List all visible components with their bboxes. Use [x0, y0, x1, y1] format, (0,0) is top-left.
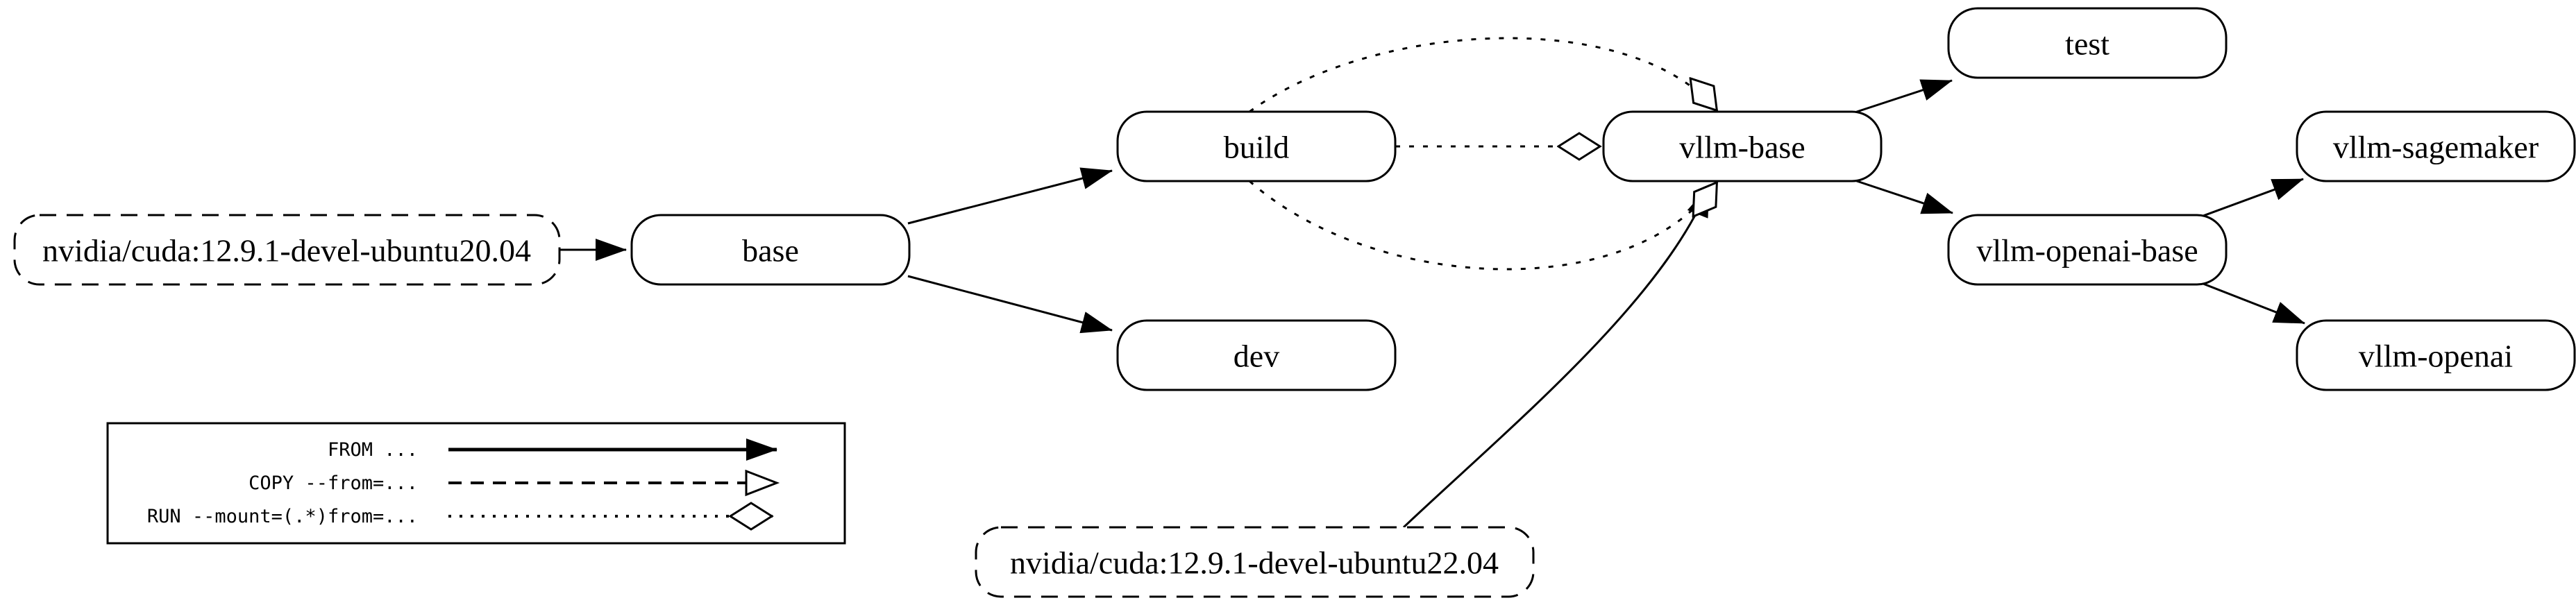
- node-dev-box: [1116, 319, 1397, 391]
- node-vllm-openai-base-box: [1947, 214, 2228, 286]
- node-dev-label: dev: [1234, 339, 1279, 374]
- legend-item-run-mount-label: RUN --mount=(.*)from=...: [147, 506, 418, 527]
- node-dev: dev: [1116, 319, 1397, 391]
- node-vllm-sagemaker: vllm-sagemaker: [2296, 110, 2576, 182]
- edges: [559, 37, 2305, 529]
- edge-base-dev: [907, 275, 1113, 334]
- node-vllm-base-box: [1602, 110, 1883, 182]
- node-vllm-openai: vllm-openai: [2296, 319, 2576, 391]
- node-cuda-ubuntu2204: nvidia/cuda:12.9.1-devel-ubuntu22.04: [975, 526, 1535, 598]
- node-test-box: [1947, 7, 2228, 79]
- edge-base-build: [907, 167, 1113, 225]
- edge-vllm-base-test: [1854, 79, 1953, 114]
- node-vllm-openai-base: vllm-openai-base: [1947, 214, 2228, 286]
- node-cuda-ubuntu2004-label: nvidia/cuda:12.9.1-devel-ubuntu20.04: [42, 233, 531, 269]
- nodes: nvidia/cuda:12.9.1-devel-ubuntu20.04 bas…: [13, 7, 2576, 598]
- node-cuda-ubuntu2004-box: [13, 214, 561, 286]
- edge-build-vllm-base-arc-below: [1249, 180, 1719, 271]
- legend-item-from: FROM ...: [328, 438, 777, 461]
- node-cuda-ubuntu2204-label: nvidia/cuda:12.9.1-devel-ubuntu22.04: [1010, 545, 1499, 581]
- node-vllm-base: vllm-base: [1602, 110, 1883, 182]
- node-test: test: [1947, 7, 2228, 79]
- edge-cuda2204-vllm-base: [1402, 185, 1710, 529]
- node-cuda-ubuntu2204-box: [975, 526, 1535, 598]
- node-build-box: [1116, 110, 1397, 182]
- node-vllm-sagemaker-label: vllm-sagemaker: [2333, 130, 2539, 165]
- edge-vllm-base-vllm-openai-base: [1854, 179, 1953, 214]
- edge-vllm-openai-base-vllm-openai: [2203, 282, 2305, 325]
- legend-item-copy-from-label: COPY --from=...: [249, 472, 418, 494]
- node-vllm-openai-label: vllm-openai: [2359, 339, 2513, 374]
- node-vllm-openai-base-label: vllm-openai-base: [1976, 233, 2198, 269]
- node-vllm-openai-box: [2296, 319, 2576, 391]
- edge-build-vllm-base-arc-above: [1249, 37, 1719, 113]
- legend-item-from-label: FROM ...: [328, 439, 418, 461]
- legend-item-copy-from: COPY --from=...: [249, 472, 777, 494]
- legend-item-run-mount: RUN --mount=(.*)from=...: [147, 506, 773, 527]
- edge-vllm-openai-base-vllm-sagemaker: [2203, 178, 2304, 217]
- node-base: base: [630, 214, 911, 286]
- legend: FROM ... COPY --from=... RUN --mount=(.*…: [106, 422, 846, 545]
- node-vllm-sagemaker-box: [2296, 110, 2576, 182]
- node-base-box: [630, 214, 911, 286]
- node-cuda-ubuntu2004: nvidia/cuda:12.9.1-devel-ubuntu20.04: [13, 214, 561, 286]
- node-vllm-base-label: vllm-base: [1679, 130, 1805, 165]
- node-test-label: test: [2065, 26, 2110, 62]
- node-base-label: base: [742, 233, 799, 269]
- node-build: build: [1116, 110, 1397, 182]
- node-build-label: build: [1224, 130, 1290, 165]
